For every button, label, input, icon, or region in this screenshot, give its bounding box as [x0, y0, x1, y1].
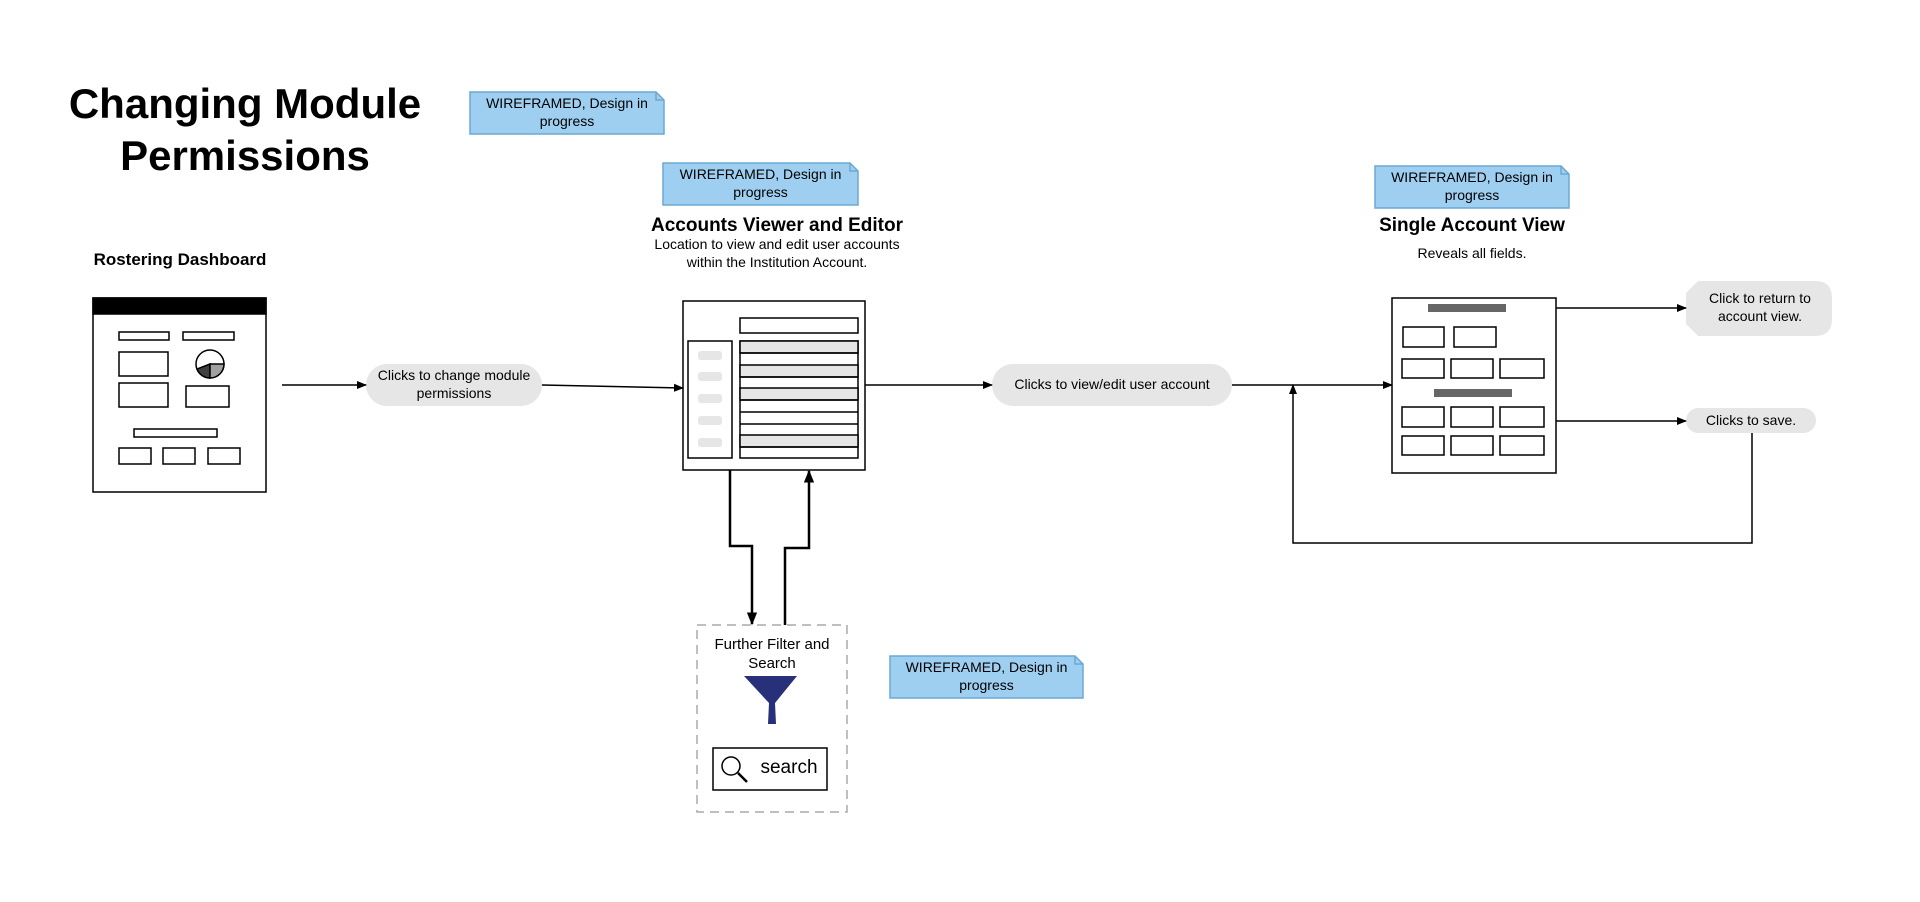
magnifier-icon: [721, 756, 748, 783]
accounts-viewer-title: Accounts Viewer and Editor: [651, 215, 903, 236]
change-permissions-pill[interactable]: [366, 364, 542, 406]
search-box[interactable]: [712, 747, 828, 791]
return-label: Click to return to account view.: [1709, 290, 1811, 324]
filter-panel-title: Further Filter and Search: [714, 636, 830, 672]
note-accounts-text: WIREFRAMED, Design in progress: [679, 166, 842, 200]
return-action-shape[interactable]: [1686, 281, 1832, 336]
rostering-dashboard-title: Rostering Dashboard: [93, 250, 267, 269]
filter-panel-outline: [696, 624, 848, 813]
note-top-text: WIREFRAMED, Design in progress: [486, 95, 648, 129]
single-account-title: Single Account View: [1379, 215, 1565, 236]
save-pill[interactable]: [1686, 408, 1816, 433]
accounts-viewer-wireframe: [682, 300, 866, 471]
search-input-label: search: [760, 757, 818, 778]
flow-connectors: [282, 304, 1753, 626]
save-label: Clicks to save.: [1705, 412, 1797, 428]
funnel-icon: [744, 676, 797, 724]
note-single: [1374, 165, 1570, 209]
view-edit-pill[interactable]: [992, 364, 1232, 406]
note-filter-text: WIREFRAMED, Design in progress: [905, 659, 1068, 693]
page-title: Changing Module Permissions: [68, 80, 422, 179]
single-account-wireframe: [1391, 297, 1557, 474]
view-edit-label: Clicks to view/edit user account: [1014, 376, 1210, 392]
change-permissions-label: Clicks to change module permissions: [377, 367, 531, 401]
note-filter: [889, 655, 1084, 699]
note-single-text: WIREFRAMED, Design in progress: [1391, 169, 1553, 203]
note-top: [469, 91, 665, 135]
single-account-description: Reveals all fields.: [1417, 245, 1527, 261]
accounts-viewer-description: Location to view and edit user accounts …: [654, 236, 900, 270]
note-accounts: [662, 162, 859, 206]
rostering-dashboard-wireframe: [92, 297, 267, 493]
